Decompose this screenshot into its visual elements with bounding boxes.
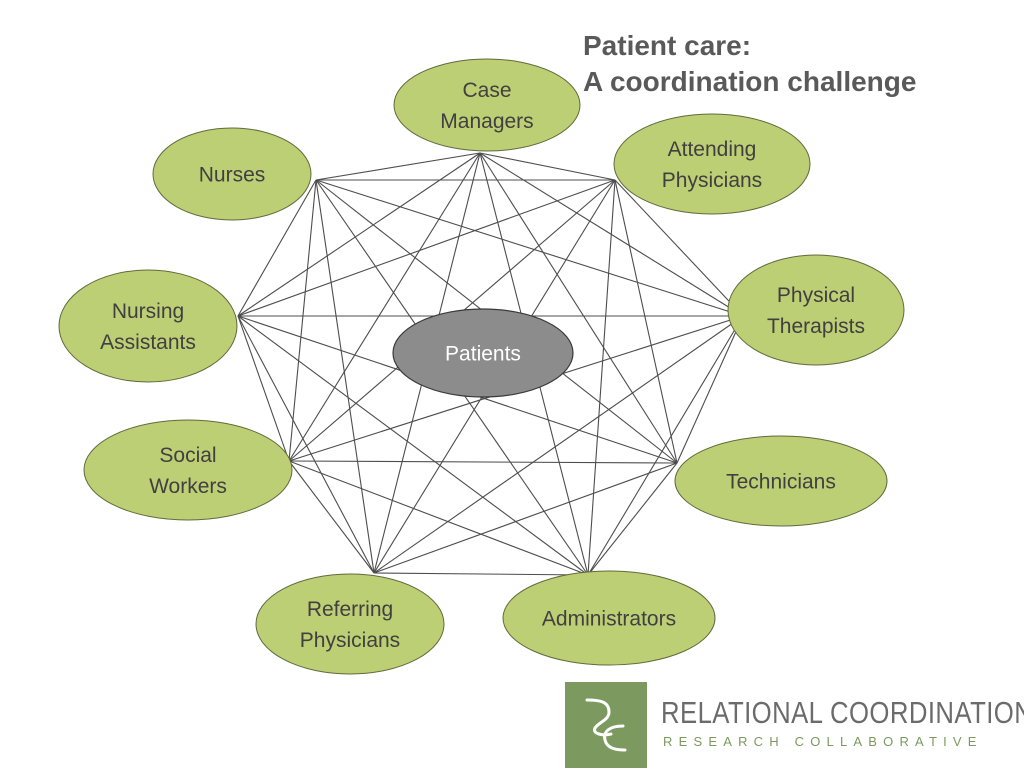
page-title: Patient care: A coordination challenge bbox=[583, 28, 916, 100]
connection-line bbox=[237, 179, 317, 317]
node-label-line: Attending bbox=[668, 138, 757, 161]
patients-bubble bbox=[392, 308, 574, 398]
connection-line bbox=[479, 152, 616, 181]
role-bubble bbox=[255, 573, 445, 675]
connection-line bbox=[237, 315, 290, 462]
connection-line bbox=[479, 152, 678, 464]
logo-name: RELATIONAL COORDINATION bbox=[661, 695, 1024, 730]
node-label-line: Workers bbox=[149, 475, 227, 498]
node-label-line: Managers bbox=[440, 110, 533, 133]
node-label-line: Nurses bbox=[199, 163, 266, 186]
node-label-line: Physicians bbox=[300, 629, 400, 652]
logo-subtitle: RESEARCH COLLABORATIVE bbox=[663, 734, 983, 749]
connection-line bbox=[288, 179, 317, 462]
node-label-line: Therapists bbox=[767, 315, 865, 338]
role-bubble bbox=[613, 113, 811, 215]
role-bubble bbox=[502, 570, 716, 666]
connection-line bbox=[288, 460, 678, 464]
node-label-line: Nursing bbox=[112, 300, 184, 323]
connection-line bbox=[676, 315, 744, 464]
connection-line bbox=[315, 179, 744, 317]
connection-line bbox=[373, 572, 589, 576]
node-label-line: Social bbox=[159, 444, 216, 467]
node-label-line: Physicians bbox=[662, 169, 762, 192]
connection-line bbox=[373, 315, 744, 574]
connection-line bbox=[315, 152, 481, 181]
role-nodes: CaseManagersAttendingPhysiciansPhysicalT… bbox=[58, 58, 905, 675]
role-bubble bbox=[393, 58, 581, 152]
node-label-line: Case bbox=[462, 79, 511, 102]
connection-line bbox=[587, 462, 678, 576]
node-label-line: Technicians bbox=[726, 470, 836, 493]
node-label-line: Patients bbox=[445, 342, 521, 365]
node-label-line: Assistants bbox=[100, 331, 196, 354]
title-line-1: Patient care: bbox=[583, 30, 752, 61]
role-node-technicians: Technicians bbox=[674, 435, 888, 527]
connection-line bbox=[315, 179, 375, 574]
connection-line bbox=[614, 179, 744, 317]
connection-line bbox=[587, 315, 744, 576]
connection-line bbox=[237, 315, 375, 574]
node-label-line: Physical bbox=[777, 284, 855, 307]
role-node-administrators: Administrators bbox=[502, 570, 716, 666]
role-bubble bbox=[727, 254, 905, 366]
connection-line bbox=[288, 152, 481, 462]
connection-line bbox=[237, 179, 616, 317]
connection-line bbox=[237, 315, 589, 576]
role-node-nurses: Nurses bbox=[152, 127, 312, 221]
connection-line bbox=[288, 460, 589, 576]
role-bubble bbox=[83, 419, 293, 521]
connection-line bbox=[587, 179, 616, 576]
logo-mark-icon bbox=[565, 682, 647, 768]
role-bubble bbox=[58, 269, 238, 383]
role-bubble bbox=[152, 127, 312, 221]
role-bubble bbox=[674, 435, 888, 527]
node-label-line: Referring bbox=[307, 598, 393, 621]
connection-line bbox=[373, 462, 678, 574]
connection-line bbox=[614, 179, 678, 464]
node-label-line: Administrators bbox=[542, 607, 676, 630]
title-line-2: A coordination challenge bbox=[583, 66, 917, 97]
logo: RELATIONAL COORDINATION RESEARCH COLLABO… bbox=[565, 682, 1024, 768]
center-node: Patients bbox=[392, 308, 574, 398]
connection-line bbox=[288, 460, 375, 574]
